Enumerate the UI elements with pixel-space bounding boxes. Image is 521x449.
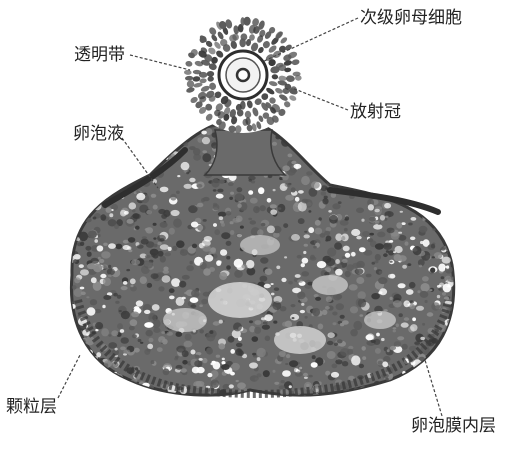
secondary-oocyte <box>217 49 269 101</box>
label-granulosa-layer: 颗粒层 <box>6 397 57 417</box>
corona-cells <box>184 16 302 134</box>
leader-fluid <box>121 137 159 189</box>
theca-interna-ring <box>74 299 452 398</box>
label-leader-lines <box>57 17 443 417</box>
oocyte-nucleus <box>235 67 251 83</box>
leader-corona <box>291 87 349 111</box>
label-corona-radiata: 放射冠 <box>350 102 401 122</box>
leader-granulosa <box>57 354 81 399</box>
label-follicular-fluid: 卵泡液 <box>73 124 124 144</box>
leader-zona <box>129 54 191 71</box>
leader-theca <box>424 359 443 417</box>
follicular-fluid-patches <box>163 235 396 354</box>
label-theca-interna: 卵泡膜内层 <box>411 416 496 436</box>
leader-oocyte <box>261 17 359 63</box>
label-zona-pellucida: 透明带 <box>74 45 125 65</box>
outer-edge-right <box>327 187 441 215</box>
outer-edge-left <box>102 147 188 208</box>
label-secondary-oocyte: 次级卵母细胞 <box>360 8 462 28</box>
cumulus-stalk <box>203 129 287 176</box>
